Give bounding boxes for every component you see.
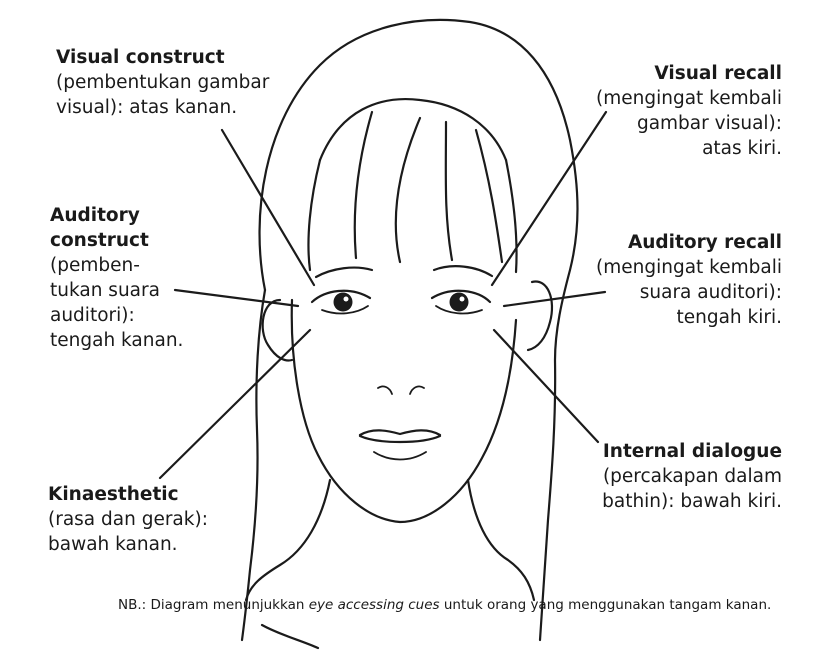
footnote-emphasis: eye accessing cues	[309, 597, 440, 613]
label-kinaesthetic: Kinaesthetic (rasa dan gerak): bawah kan…	[48, 482, 248, 557]
label-title: Auditory recall	[560, 230, 782, 255]
label-auditory-recall: Auditory recall (mengingat kembali suara…	[560, 230, 782, 330]
mouth-line	[360, 436, 440, 442]
neck-left	[246, 480, 330, 600]
footnote-suffix: untuk orang yang menggunakan tangam kana…	[440, 597, 772, 613]
neck-right	[468, 480, 534, 600]
left-eyebrow	[316, 268, 372, 277]
label-description: (percakapan dalam bathin): bawah kiri.	[560, 464, 782, 514]
label-description: (mengingat kembali suara auditori): teng…	[560, 255, 782, 330]
label-visual-construct: Visual construct (pembentukan gambar vis…	[56, 45, 296, 120]
right-eyebrow	[434, 266, 492, 276]
line-internal-dialogue	[494, 330, 598, 442]
upper-lip	[360, 430, 440, 435]
label-visual-recall: Visual recall (mengingat kembali gambar …	[560, 61, 782, 161]
label-title: Auditory construct	[50, 203, 250, 253]
hair-outline	[260, 20, 578, 640]
footnote: NB.: Diagram menunjukkan eye accessing c…	[118, 597, 771, 613]
label-title: Visual recall	[560, 61, 782, 86]
left-eye-highlight	[344, 297, 349, 302]
right-ear	[528, 282, 552, 350]
nose-left	[378, 386, 392, 394]
label-internal-dialogue: Internal dialogue (percakapan dalam bath…	[560, 439, 782, 514]
collar	[262, 625, 318, 648]
label-description: (pemben- tukan suara auditori): tengah k…	[50, 253, 250, 353]
nose-right	[410, 386, 424, 394]
bangs-strand-2	[396, 118, 420, 262]
label-title: Kinaesthetic	[48, 482, 248, 507]
bangs-left-edge	[308, 160, 320, 270]
label-description: (mengingat kembali gambar visual): atas …	[560, 86, 782, 161]
label-description: (rasa dan gerak): bawah kanan.	[48, 507, 248, 557]
label-title: Internal dialogue	[560, 439, 782, 464]
left-iris	[334, 293, 353, 312]
label-description: (pembentukan gambar visual): atas kanan.	[56, 70, 296, 120]
right-eye-highlight	[460, 297, 465, 302]
face-contour	[292, 300, 516, 522]
label-auditory-construct: Auditory construct (pemben- tukan suara …	[50, 203, 250, 353]
bangs	[320, 99, 506, 160]
label-title: Visual construct	[56, 45, 296, 70]
bangs-strand-1	[355, 112, 372, 258]
bangs-strand-3	[446, 122, 452, 260]
lower-lip	[374, 452, 426, 460]
bangs-strand-4	[476, 130, 502, 262]
footnote-prefix: NB.: Diagram menunjukkan	[118, 597, 309, 613]
right-iris	[450, 293, 469, 312]
